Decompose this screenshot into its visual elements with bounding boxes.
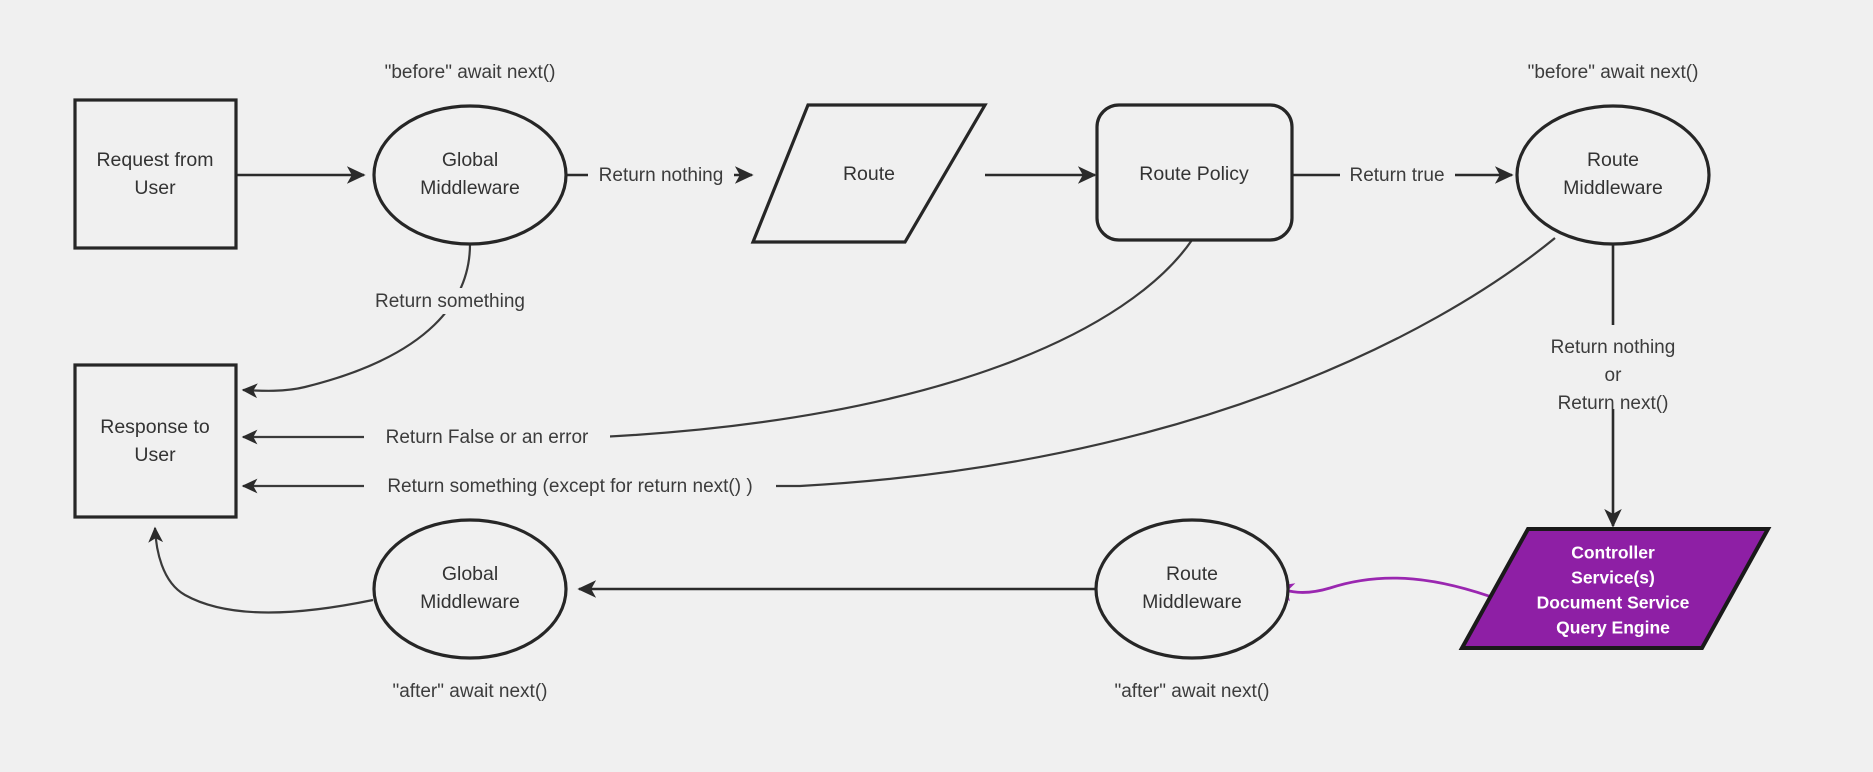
edge-global-middleware-bottom-to-response: [148, 526, 374, 614]
route-label: Route: [843, 163, 895, 185]
edge-controller-to-route-middleware-bottom: [1273, 576, 1501, 602]
note-after-await-next-route: "after" await next(): [1115, 681, 1270, 702]
edge-label-return-true: Return true: [1340, 162, 1455, 188]
svg-text:Return something (except for r: Return something (except for return next…: [387, 476, 752, 497]
edge-label-return-something: Return something: [364, 288, 536, 314]
route-policy-label: Route Policy: [1139, 163, 1249, 185]
global-middleware-top-label-line2: Middleware: [420, 177, 520, 199]
controller-services-label-line4: Query Engine: [1556, 618, 1670, 638]
node-global-middleware-bottom[interactable]: Global Middleware: [372, 518, 568, 660]
note-before-await-next-route: "before" await next(): [1528, 62, 1699, 83]
controller-services-label-line2: Service(s): [1571, 568, 1655, 588]
request-from-user-label-line1: Request from: [96, 149, 213, 171]
route-middleware-top-label-line2: Middleware: [1563, 177, 1663, 199]
edge-route-policy-to-response: [241, 239, 1193, 445]
return-nothing-or-next-line2: or: [1605, 365, 1623, 386]
controller-services-label-line3: Document Service: [1537, 593, 1690, 613]
svg-text:Return nothing: Return nothing: [599, 165, 724, 186]
note-before-await-next-global: "before" await next(): [385, 62, 556, 83]
edge-label-return-something-except-next: Return something (except for return next…: [364, 473, 776, 499]
return-nothing-or-next-line1: Return nothing: [1551, 337, 1676, 358]
svg-text:Return true: Return true: [1349, 165, 1444, 186]
node-request-from-user[interactable]: Request from User: [73, 98, 238, 250]
route-middleware-bottom-label-line1: Route: [1166, 563, 1218, 585]
node-route-middleware-top[interactable]: Route Middleware: [1515, 104, 1711, 246]
svg-text:Return False or an error: Return False or an error: [386, 427, 589, 448]
global-middleware-top-label-line1: Global: [442, 149, 498, 171]
edge-global-middleware-to-response: [241, 243, 472, 399]
node-route[interactable]: Route: [750, 103, 988, 244]
edge-route-middleware-to-response: [241, 237, 1556, 494]
node-response-to-user[interactable]: Response to User: [73, 363, 238, 519]
node-route-policy[interactable]: Route Policy: [1095, 103, 1294, 242]
route-middleware-bottom-label-line2: Middleware: [1142, 591, 1242, 613]
controller-services-label-line1: Controller: [1571, 543, 1655, 563]
node-global-middleware-top[interactable]: Global Middleware: [372, 104, 568, 246]
response-to-user-label-line1: Response to: [100, 416, 210, 438]
return-nothing-or-next-line3: Return next(): [1558, 393, 1669, 414]
svg-text:Return something: Return something: [375, 291, 525, 312]
node-route-middleware-bottom[interactable]: Route Middleware: [1094, 518, 1290, 660]
route-middleware-top-label-line1: Route: [1587, 149, 1639, 171]
edge-label-return-false-or-error: Return False or an error: [364, 424, 610, 450]
request-from-user-label-line2: User: [134, 177, 176, 199]
global-middleware-bottom-label-line2: Middleware: [420, 591, 520, 613]
response-to-user-label-line2: User: [134, 444, 176, 466]
node-controller-services[interactable]: Controller Service(s) Document Service Q…: [1458, 527, 1772, 650]
edge-label-return-nothing: Return nothing: [588, 162, 734, 188]
note-after-await-next-global: "after" await next(): [393, 681, 548, 702]
global-middleware-bottom-label-line1: Global: [442, 563, 498, 585]
edge-label-return-nothing-or-next: Return nothing or Return next(): [1528, 331, 1700, 414]
